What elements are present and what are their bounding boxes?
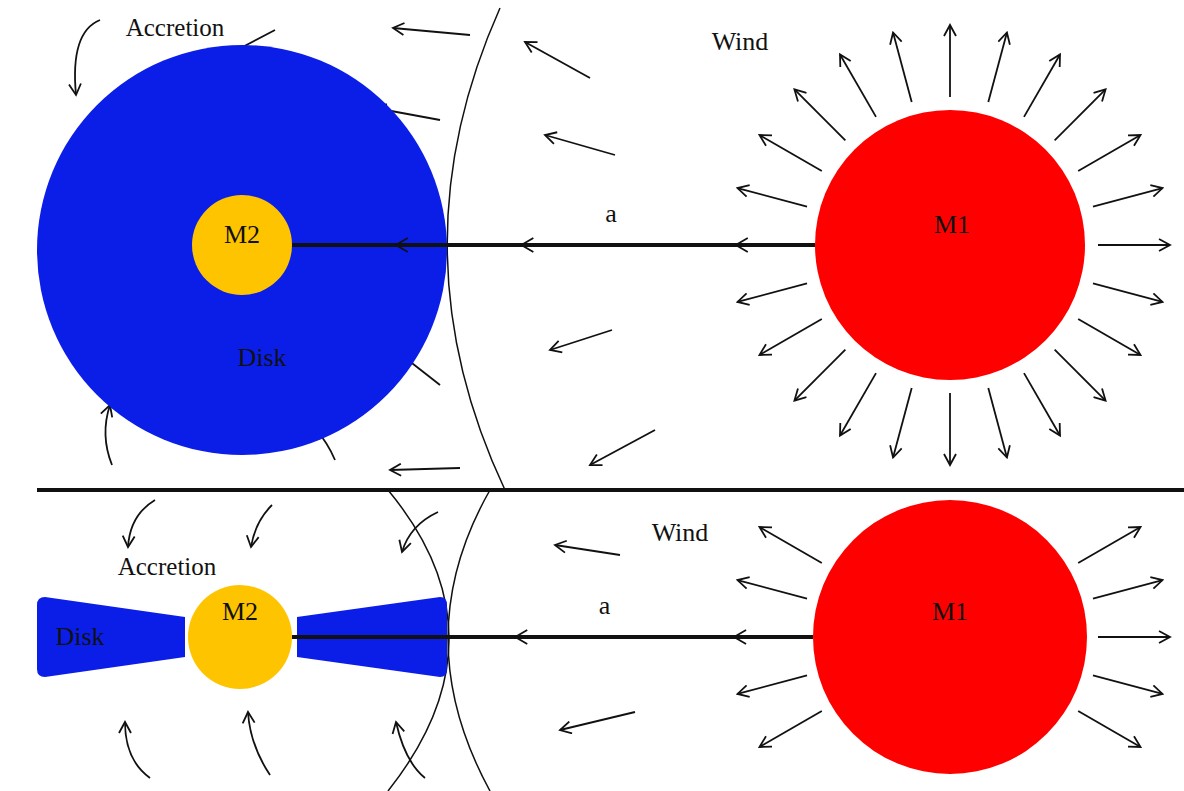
wind-arrow: [949, 393, 951, 465]
wind-arrow: [560, 712, 635, 730]
flow-label: Accretion: [126, 14, 225, 42]
wind-arrow: [1055, 350, 1106, 401]
wind-arrow: [1055, 89, 1106, 140]
donor-star: M1: [813, 500, 1087, 774]
wind-arrow: [759, 527, 821, 563]
node-label: M1: [934, 211, 970, 240]
wind-arrow: [737, 675, 807, 694]
panel-divider: [37, 488, 1184, 492]
disk-edge: Disk: [37, 597, 185, 677]
accretion-arrow: [396, 722, 425, 778]
wind-arrow: [550, 330, 612, 350]
wind-arrow: [988, 388, 1007, 458]
wind-arrow: [1098, 244, 1170, 246]
wind-arrow: [1078, 527, 1140, 563]
wind-arrow: [590, 430, 655, 465]
node-label: M2: [224, 221, 260, 250]
accretion-arrow: [125, 722, 150, 778]
wind-arrow: [737, 580, 807, 599]
wind-arrow: [555, 545, 620, 555]
wind-arrow: [840, 373, 876, 435]
wind-arrow: [893, 32, 912, 102]
wind-arrow: [893, 388, 912, 458]
accretion-arrow: [128, 500, 155, 547]
accretion-disk: Disk M2: [37, 45, 447, 455]
wind-arrow: [1093, 580, 1163, 599]
wind-label: Wind: [712, 28, 769, 57]
accretion-arrow: [75, 20, 100, 95]
wind-arrow: [1024, 373, 1060, 435]
shock-front: [447, 8, 505, 490]
wind-arrow: [1078, 319, 1140, 355]
node-label: M2: [222, 598, 258, 627]
wind-arrow: [525, 42, 590, 78]
wind-arrow: [759, 711, 821, 747]
wind-arrow: [737, 188, 807, 207]
wind-arrow: [1078, 135, 1140, 171]
wind-arrow: [840, 54, 876, 116]
wind-arrow: [390, 468, 460, 470]
node-label: M1: [932, 598, 968, 627]
wind-arrow: [988, 32, 1007, 102]
wind-arrow: [1093, 283, 1163, 302]
node-label: Disk: [55, 623, 104, 652]
separation-line: [292, 635, 813, 639]
wind-arrow: [794, 89, 845, 140]
wind-arrow: [759, 319, 821, 355]
wind-arrow: [1093, 675, 1163, 694]
wind-arrow: [794, 350, 845, 401]
wind-arrow: [1078, 711, 1140, 747]
wind-arrow: [1024, 54, 1060, 116]
accretion-arrow: [248, 712, 270, 775]
accretor-star: M2: [192, 195, 292, 295]
accretion-arrow: [105, 405, 112, 465]
node-label: Disk: [237, 344, 286, 373]
flow-label: Accretion: [118, 553, 217, 581]
wind-arrow: [737, 283, 807, 302]
wind-arrow: [1098, 636, 1170, 638]
wind-label: Wind: [652, 519, 709, 548]
separation-label: a: [602, 200, 620, 229]
wind-arrow: [759, 135, 821, 171]
donor-star: M1: [815, 110, 1085, 380]
wind-arrow: [1093, 188, 1163, 207]
disk-edge: [37, 597, 185, 677]
wind-arrow: [949, 25, 951, 97]
accretion-arrow: [402, 512, 438, 552]
wind-arrow: [545, 135, 615, 155]
wind-arrow: [393, 28, 470, 35]
accretor-star: M2: [188, 585, 292, 689]
separation-label: a: [596, 592, 614, 621]
accretion-arrow: [251, 505, 272, 547]
shock-front: [448, 490, 490, 791]
separation-line: [292, 243, 815, 247]
